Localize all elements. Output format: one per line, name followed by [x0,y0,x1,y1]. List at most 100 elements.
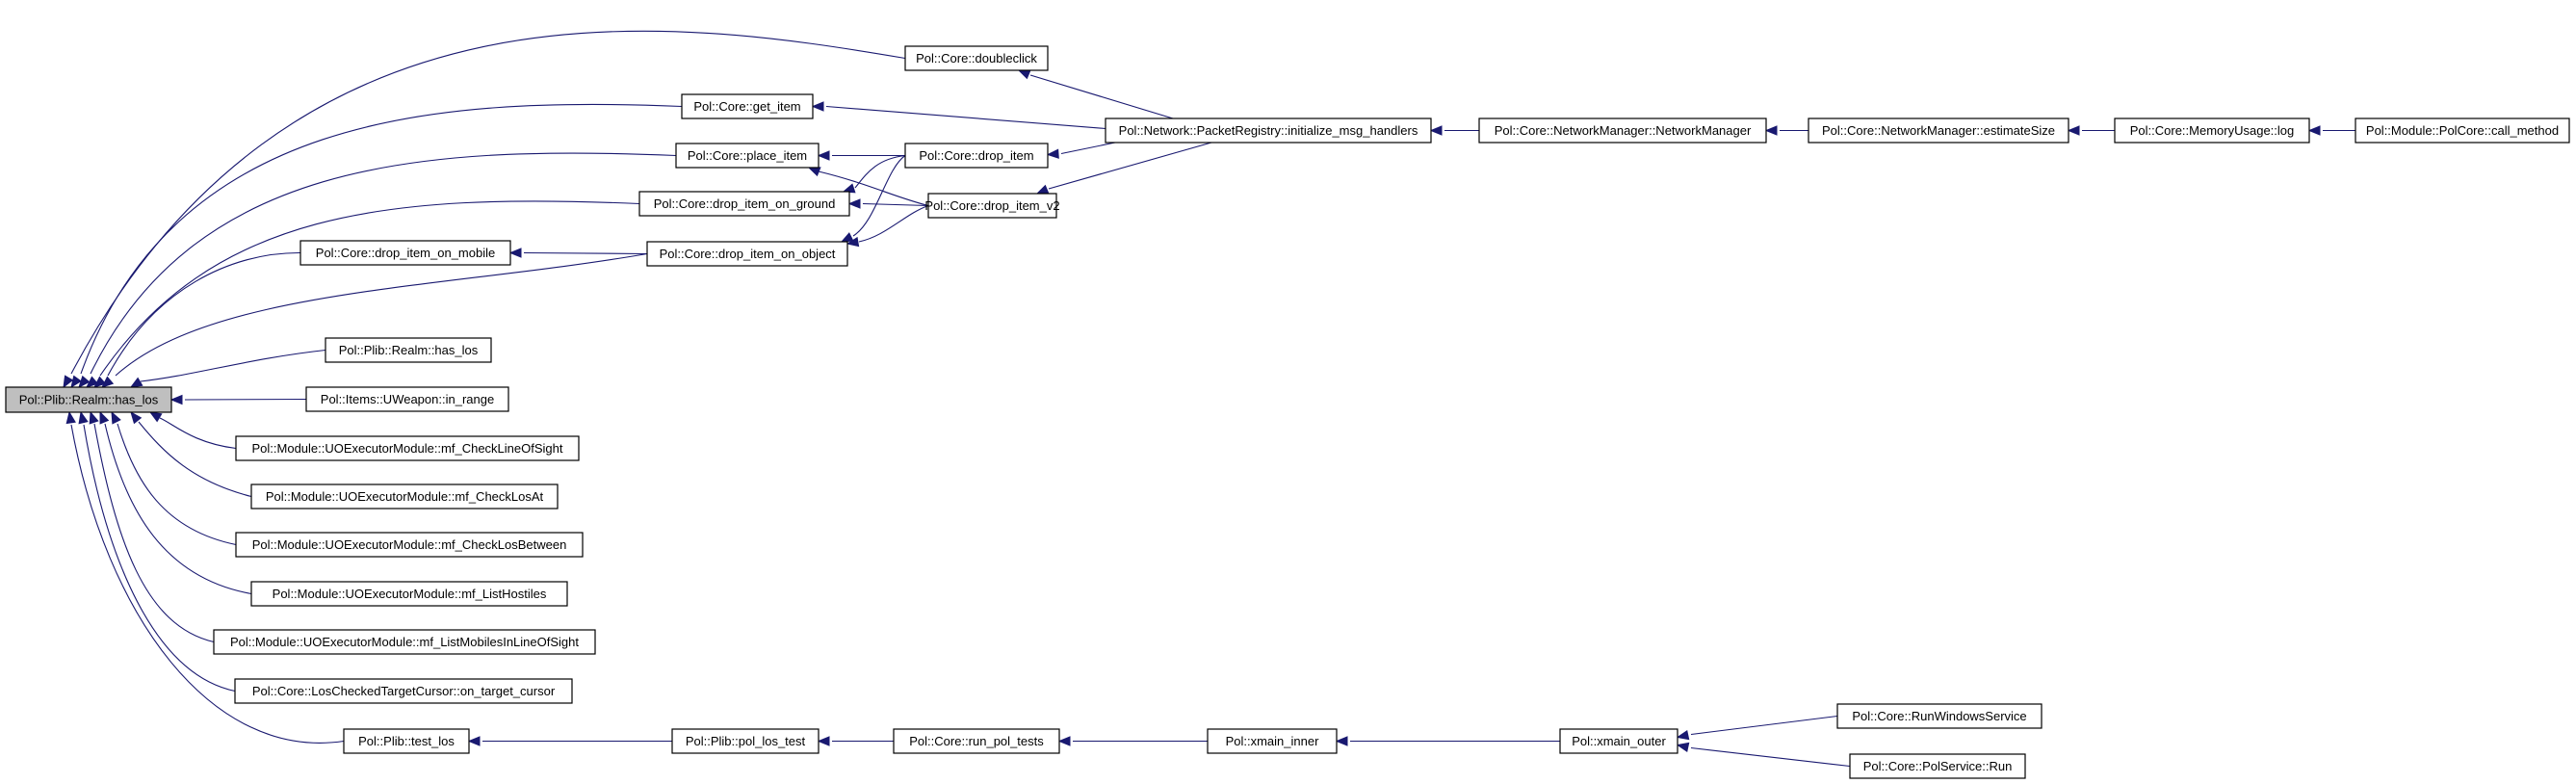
node-check-los-at[interactable]: Pol::Module::UOExecutorModule::mf_CheckL… [250,483,559,510]
node-pol-los-test[interactable]: Pol::Plib::pol_los_test [671,728,820,754]
node-root[interactable]: Pol::Plib::Realm::has_los [5,386,172,413]
node-label: Pol::Core::place_item [688,148,807,163]
node-on-target-cursor[interactable]: Pol::Core::LosCheckedTargetCursor::on_ta… [234,678,573,704]
node-realm-has-los[interactable]: Pol::Plib::Realm::has_los [325,337,492,363]
edge-line [1029,74,1174,119]
edge-line [858,204,929,243]
node-label: Pol::Core::NetworkManager::NetworkManage… [1495,123,1752,138]
node-box [1849,753,2026,779]
arrow-head [130,410,143,425]
node-doubleclick[interactable]: Pol::Core::doubleclick [904,45,1049,71]
node-place-item[interactable]: Pol::Core::place_item [675,143,820,169]
edge-line [184,398,307,401]
call-edge [1057,736,1208,746]
arrow-head [100,376,115,388]
node-box [904,143,1049,169]
node-box [235,532,584,558]
arrow-head [1057,736,1071,746]
node-call-method[interactable]: Pol::Module::PolCore::call_method [2355,118,2570,144]
call-edge [85,200,640,388]
node-drop-item-v2[interactable]: Pol::Core::drop_item_v2 [924,193,1060,219]
node-box [671,728,820,754]
arrow-head [65,410,76,425]
node-box [893,728,1060,754]
call-edge [842,154,906,194]
node-box [1808,118,2069,144]
node-network-manager[interactable]: Pol::Core::NetworkManager::NetworkManage… [1478,118,1767,144]
arrow-head [817,150,830,161]
edge-line [852,155,906,237]
call-edge [1017,69,1174,119]
node-label: Pol::Core::NetworkManager::estimateSize [1822,123,2055,138]
node-box [904,45,1049,71]
node-label: Pol::Module::UOExecutorModule::mf_ListMo… [230,635,579,649]
call-edge [63,30,906,389]
call-edge [811,101,1106,130]
node-drop-item[interactable]: Pol::Core::drop_item [904,143,1049,169]
edge-line [825,105,1106,130]
arrow-head [70,375,82,389]
node-run-pol-tests[interactable]: Pol::Core::run_pol_tests [893,728,1060,754]
node-label: Pol::Core::RunWindowsService [1852,709,2026,723]
arrow-head [111,410,121,425]
node-box [250,483,559,510]
call-edge [100,252,648,388]
node-box [927,193,1057,219]
node-box [5,386,172,413]
node-box [325,337,492,363]
call-edge [847,198,929,209]
node-drop-item-on-mobile[interactable]: Pol::Core::drop_item_on_mobile [299,240,511,266]
node-box [1207,728,1338,754]
call-edge [1429,125,1479,136]
edge-line [1690,715,1838,736]
edge-line [93,423,215,643]
node-xmain-inner[interactable]: Pol::xmain_inner [1207,728,1338,754]
edge-line [70,424,345,744]
node-check-line-of-sight[interactable]: Pol::Module::UOExecutorModule::mf_CheckL… [235,435,580,461]
node-initialize-msg-handlers[interactable]: Pol::Network::PacketRegistry::initialize… [1105,118,1432,144]
node-test-los[interactable]: Pol::Plib::test_los [343,728,470,754]
edge-line [117,423,237,546]
node-list-hostiles[interactable]: Pol::Module::UOExecutorModule::mf_ListHo… [250,581,568,607]
node-list-mobiles-los[interactable]: Pol::Module::UOExecutorModule::mf_ListMo… [213,629,596,655]
node-pol-service-run[interactable]: Pol::Core::PolService::Run [1849,753,2026,779]
arrow-head [89,410,99,425]
node-box [235,435,580,461]
edge-line [140,349,326,382]
node-check-los-between[interactable]: Pol::Module::UOExecutorModule::mf_CheckL… [235,532,584,558]
node-box [2114,118,2310,144]
node-drop-item-on-object[interactable]: Pol::Core::drop_item_on_object [646,241,848,267]
call-edge [89,410,215,643]
arrow-head [840,232,854,243]
node-get-item[interactable]: Pol::Core::get_item [681,93,814,119]
node-label: Pol::Plib::Realm::has_los [19,393,159,407]
arrow-head [1764,125,1778,136]
node-box [234,678,573,704]
arrow-head [847,198,861,209]
node-run-windows-service[interactable]: Pol::Core::RunWindowsService [1836,703,2043,729]
call-edge [508,248,648,258]
node-drop-item-on-ground[interactable]: Pol::Core::drop_item_on_ground [638,191,850,217]
node-memory-log[interactable]: Pol::Core::MemoryUsage::log [2114,118,2310,144]
node-box [299,240,511,266]
arrow-head [169,394,183,405]
arrow-head [1335,736,1348,746]
call-edge [467,736,672,746]
node-label: Pol::Module::UOExecutorModule::mf_ListHo… [273,587,547,601]
node-in-range[interactable]: Pol::Items::UWeapon::in_range [305,386,509,412]
call-edge [1676,742,1851,768]
arrow-head [78,375,91,389]
call-edge [1035,142,1212,195]
call-edge [78,152,677,389]
node-xmain-outer[interactable]: Pol::xmain_outer [1559,728,1678,754]
node-box [213,629,596,655]
node-label: Pol::Module::UOExecutorModule::mf_CheckL… [252,537,567,552]
node-label: Pol::Core::MemoryUsage::log [2130,123,2295,138]
node-estimate-size[interactable]: Pol::Core::NetworkManager::estimateSize [1808,118,2069,144]
arrow-head [508,248,522,258]
edge-line [83,424,236,693]
node-box [646,241,848,267]
call-edge [129,349,326,388]
call-edge [817,150,905,161]
